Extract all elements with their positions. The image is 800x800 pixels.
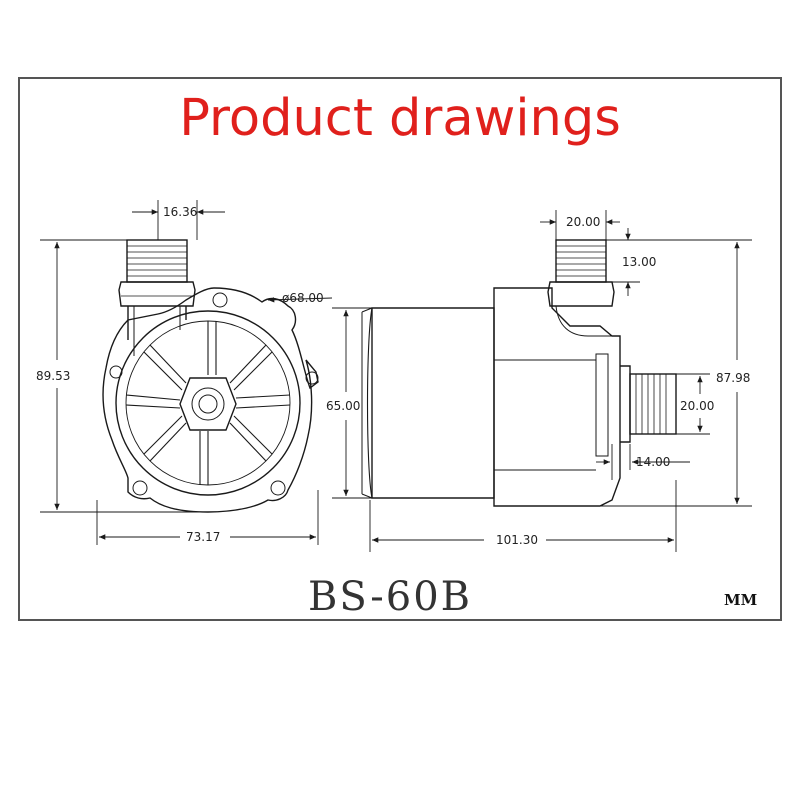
front-hub-hex xyxy=(179,377,237,431)
drawing-frame xyxy=(18,77,782,621)
dim-side-outlet-width: 20.00 xyxy=(566,215,600,229)
dim-front-outlet-offset: 16.36 xyxy=(163,205,197,219)
units-label: MM xyxy=(724,591,757,609)
dim-front-height: 89.53 xyxy=(36,369,70,383)
front-outlet-nut xyxy=(118,281,196,307)
front-volute-outline xyxy=(102,287,319,513)
dim-front-diameter: ø68.00 xyxy=(282,291,324,305)
front-view xyxy=(102,239,319,513)
dim-side-inlet-length: 14.00 xyxy=(636,455,670,469)
page-title: Product drawings xyxy=(179,89,621,148)
dim-side-outlet-height: 13.00 xyxy=(622,255,656,269)
dim-side-inlet-height: 20.00 xyxy=(680,399,714,413)
front-view-dimensions: 16.36 ø68.00 89.53 73.17 xyxy=(36,200,333,545)
dim-side-body-height: 65.00 xyxy=(326,399,360,413)
side-view-dimensions: 20.00 13.00 87.98 65.00 20.00 14.00 101.… xyxy=(326,210,752,552)
side-pump-head xyxy=(493,287,621,507)
model-label: BS-60B xyxy=(308,574,472,620)
front-housing-circle xyxy=(115,310,301,496)
side-motor-body xyxy=(371,307,495,499)
side-view xyxy=(361,239,677,507)
dim-side-total-length: 101.30 xyxy=(496,533,538,547)
dim-side-total-height: 87.98 xyxy=(716,371,750,385)
side-inlet-collar xyxy=(620,365,631,443)
side-outlet-nut xyxy=(547,281,615,307)
dim-front-width: 73.17 xyxy=(186,530,220,544)
side-inlet-thread xyxy=(629,373,677,435)
